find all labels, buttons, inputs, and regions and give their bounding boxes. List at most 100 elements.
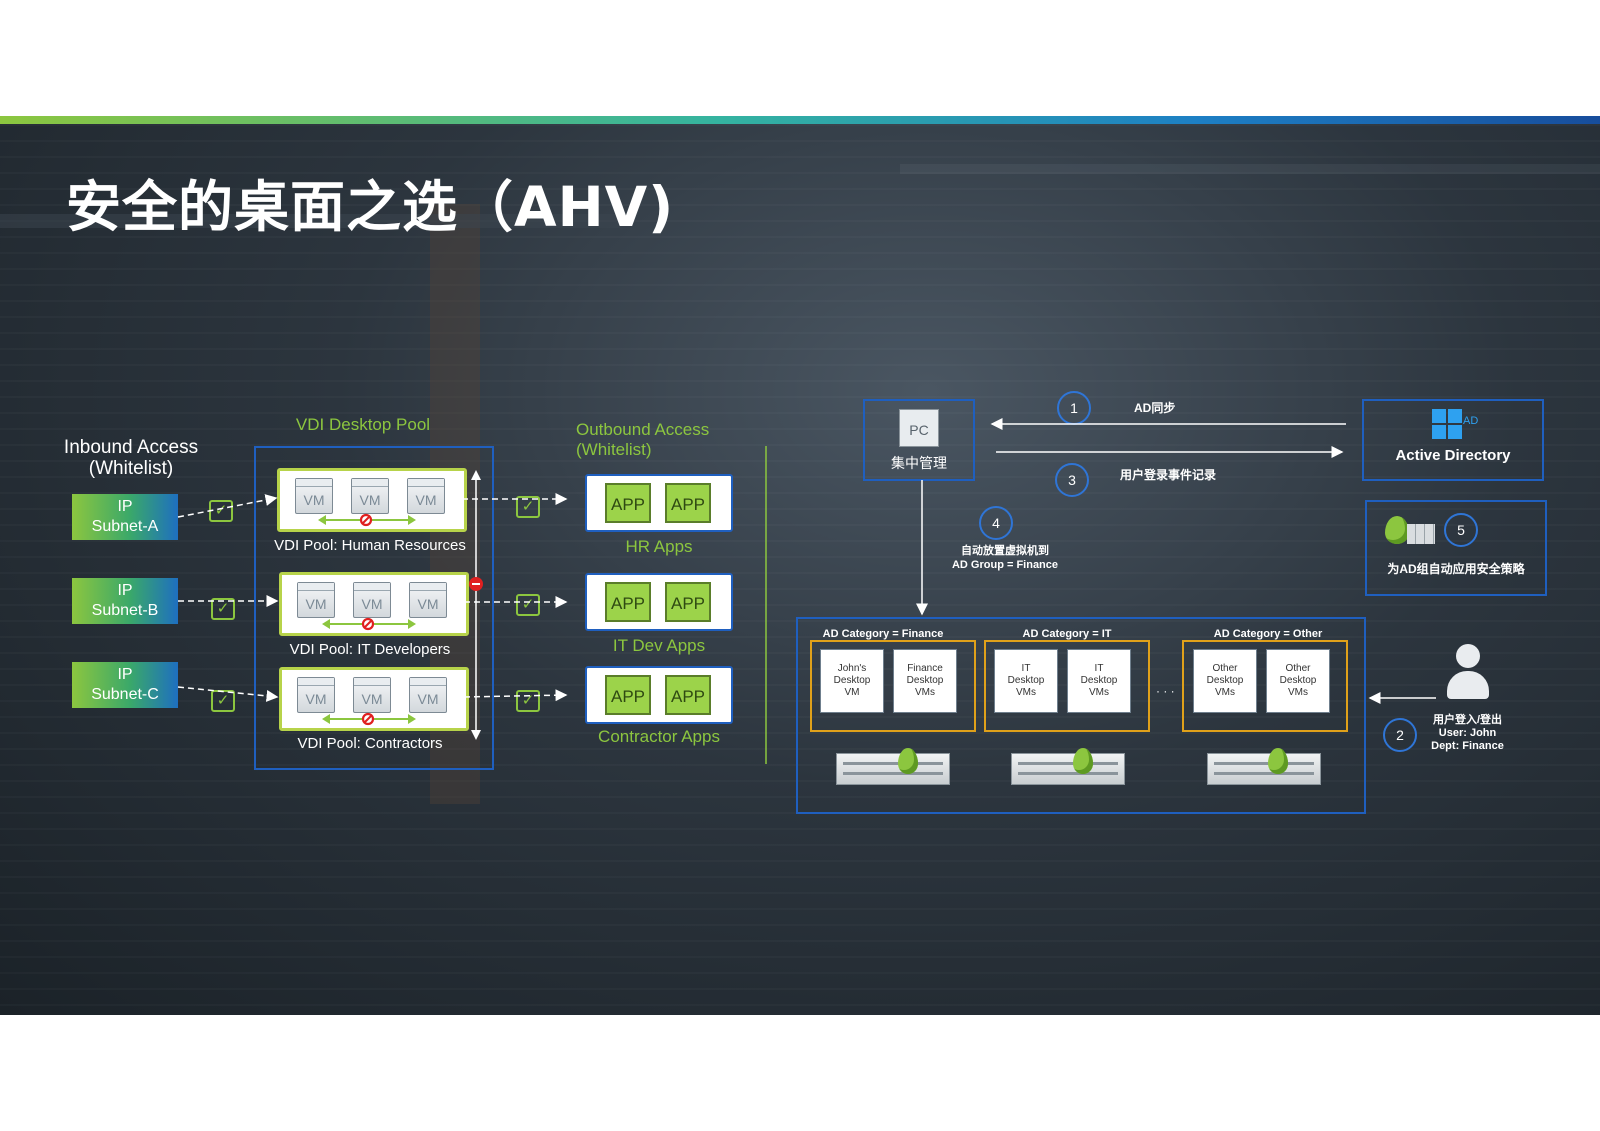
inbound-access-title: Inbound Access (Whitelist) xyxy=(60,437,202,479)
hr-apps-label: HR Apps xyxy=(625,537,693,556)
top-gradient-bar xyxy=(0,116,1600,124)
inbound-title-line1: Inbound Access xyxy=(63,437,199,458)
subnet-b[interactable]: IP Subnet-B xyxy=(72,578,178,624)
app-icon: APP xyxy=(605,675,651,715)
step4-line1: 自动放置虚拟机到 xyxy=(961,545,1049,557)
outbound-access-title: Outbound Access (Whitelist) xyxy=(576,420,709,460)
vm-icon: VM xyxy=(409,677,447,713)
active-directory-label: Active Directory xyxy=(1395,447,1511,464)
app-icon: APP xyxy=(605,483,651,523)
subnet-label-line1: IP xyxy=(117,498,133,515)
category-title-finance: AD Category = Finance xyxy=(822,628,944,640)
user-dept-label: Dept: Finance xyxy=(1431,740,1504,752)
allow-check-icon: ✓ xyxy=(516,594,540,616)
step5-label: 为AD组自动应用安全策略 xyxy=(1387,562,1525,576)
pool-label-contractors: VDI Pool: Contractors xyxy=(297,735,443,752)
ad-categories-container xyxy=(796,617,1366,814)
step5-badge: 5 xyxy=(1444,513,1478,547)
step1-label: AD同步 xyxy=(1134,401,1176,415)
app-icon: APP xyxy=(665,675,711,715)
app-icon: APP xyxy=(605,582,651,622)
subnet-label-line2: Subnet-A xyxy=(91,518,159,535)
ellipsis: · · · xyxy=(1156,684,1175,698)
it-dev-apps-label: IT Dev Apps xyxy=(612,636,706,655)
subnet-label-line2: Subnet-C xyxy=(91,686,159,703)
category-title-it: AD Category = IT xyxy=(1022,628,1112,640)
allow-check-icon: ✓ xyxy=(211,598,235,620)
vm-icon: VM xyxy=(295,478,333,514)
server-icon xyxy=(1011,753,1125,785)
pool-label-hr: VDI Pool: Human Resources xyxy=(274,537,466,554)
server-icon xyxy=(1207,753,1321,785)
background-beam xyxy=(900,164,1600,174)
vdi-pool-it[interactable]: VM VM VM xyxy=(279,572,469,636)
inbound-connector xyxy=(177,686,279,702)
background-beam xyxy=(0,214,620,228)
vm-icon: VM xyxy=(409,582,447,618)
app-icon: APP xyxy=(665,483,711,523)
step3-label: 用户登录事件记录 xyxy=(1120,468,1217,482)
subnet-label-line2: Subnet-B xyxy=(91,602,159,619)
outbound-title-line2: (Whitelist) xyxy=(576,440,652,459)
vdi-pool-hr[interactable]: VM VM VM xyxy=(277,468,467,532)
step4-badge: 4 xyxy=(979,506,1013,540)
flame-icon xyxy=(898,748,918,774)
step3-badge: 3 xyxy=(1055,463,1089,497)
step4-line2: AD Group = Finance xyxy=(951,559,1059,571)
security-policy-box: 为AD组自动应用安全策略 xyxy=(1365,500,1547,596)
vm-icon: VM xyxy=(407,478,445,514)
windows-logo-icon: AD xyxy=(1432,409,1478,439)
vdi-desktop-pool-container xyxy=(254,446,494,770)
category-it[interactable] xyxy=(984,640,1150,732)
vm-icon: VM xyxy=(353,677,391,713)
category-other[interactable] xyxy=(1182,640,1348,732)
vm-icon: VM xyxy=(351,478,389,514)
subnet-label-line1: IP xyxy=(117,666,133,683)
active-directory-box[interactable]: AD Active Directory xyxy=(1362,399,1544,481)
central-management-box[interactable]: PC 集中管理 xyxy=(863,399,975,481)
user-name-label: User: John xyxy=(1438,727,1497,739)
vm-icon: VM xyxy=(297,677,335,713)
it-dev-apps-box[interactable]: APP APP xyxy=(585,573,733,631)
inbound-connector xyxy=(177,494,278,518)
hr-apps-box[interactable]: APP APP xyxy=(585,474,733,532)
subnet-c[interactable]: IP Subnet-C xyxy=(72,662,178,708)
step2-badge: 2 xyxy=(1383,718,1417,752)
pc-icon: PC xyxy=(899,409,939,447)
flame-icon xyxy=(1268,748,1288,774)
step4-label: 自动放置虚拟机到 AD Group = Finance xyxy=(950,544,1060,572)
app-icon: APP xyxy=(665,582,711,622)
flame-icon xyxy=(1385,516,1409,544)
category-finance[interactable] xyxy=(810,640,976,732)
outbound-connector xyxy=(463,689,568,702)
vdi-pool-title: VDI Desktop Pool xyxy=(295,415,431,434)
user-info: 用户登入/登出 User: John Dept: Finance xyxy=(1420,714,1515,753)
subnet-a[interactable]: IP Subnet-A xyxy=(72,494,178,540)
pool-label-it: VDI Pool: IT Developers xyxy=(289,641,451,658)
inbound-title-line2: (Whitelist) xyxy=(88,458,174,479)
user-icon xyxy=(1447,644,1489,704)
central-management-label: 集中管理 xyxy=(891,455,947,471)
ad-icon-text: AD xyxy=(1463,415,1479,427)
page-title: 安全的桌面之选（AHV) xyxy=(66,175,675,239)
contractor-apps-box[interactable]: APP APP xyxy=(585,666,733,724)
firewall-icon xyxy=(1407,524,1435,544)
category-title-other: AD Category = Other xyxy=(1213,628,1323,640)
outbound-title-line1: Outbound Access xyxy=(576,420,710,439)
flame-icon xyxy=(1073,748,1093,774)
vm-icon: VM xyxy=(297,582,335,618)
server-icon xyxy=(836,753,950,785)
subnet-label-line1: IP xyxy=(117,582,133,599)
user-action-label: 用户登入/登出 xyxy=(1432,714,1503,726)
allow-check-icon: ✓ xyxy=(516,496,540,518)
vm-icon: VM xyxy=(353,582,391,618)
vdi-pool-contractors[interactable]: VM VM VM xyxy=(279,667,469,731)
